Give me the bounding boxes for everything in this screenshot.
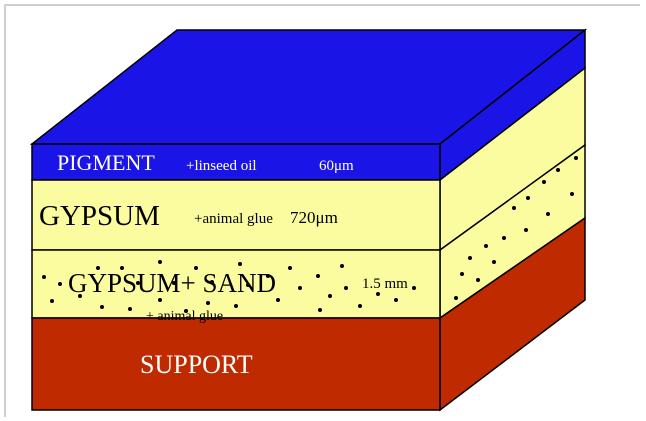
pigment-front <box>31 143 441 181</box>
pigment-binder-label: +linseed oil <box>186 158 257 174</box>
gypsum-binder-label: +animal glue <box>194 211 273 227</box>
pigment-label: PIGMENT <box>57 150 155 175</box>
support-label: SUPPORT <box>140 350 253 379</box>
gypsum-sand-binder-label: + animal glue <box>146 309 223 324</box>
sand-dots-front <box>42 260 416 313</box>
gypsum-sand-label: GYPSUM+ SAND <box>68 268 276 298</box>
pigment-thickness-label: 60μm <box>319 158 354 174</box>
gypsum-sand-thickness-label: 1.5 mm <box>362 276 408 292</box>
figure-frame <box>4 4 640 417</box>
support-front <box>31 317 441 411</box>
gypsum-front <box>31 179 441 251</box>
gypsum-thickness-label: 720μm <box>290 208 338 227</box>
gypsum-label: GYPSUM <box>39 200 160 232</box>
sand-dots-side <box>454 156 578 300</box>
